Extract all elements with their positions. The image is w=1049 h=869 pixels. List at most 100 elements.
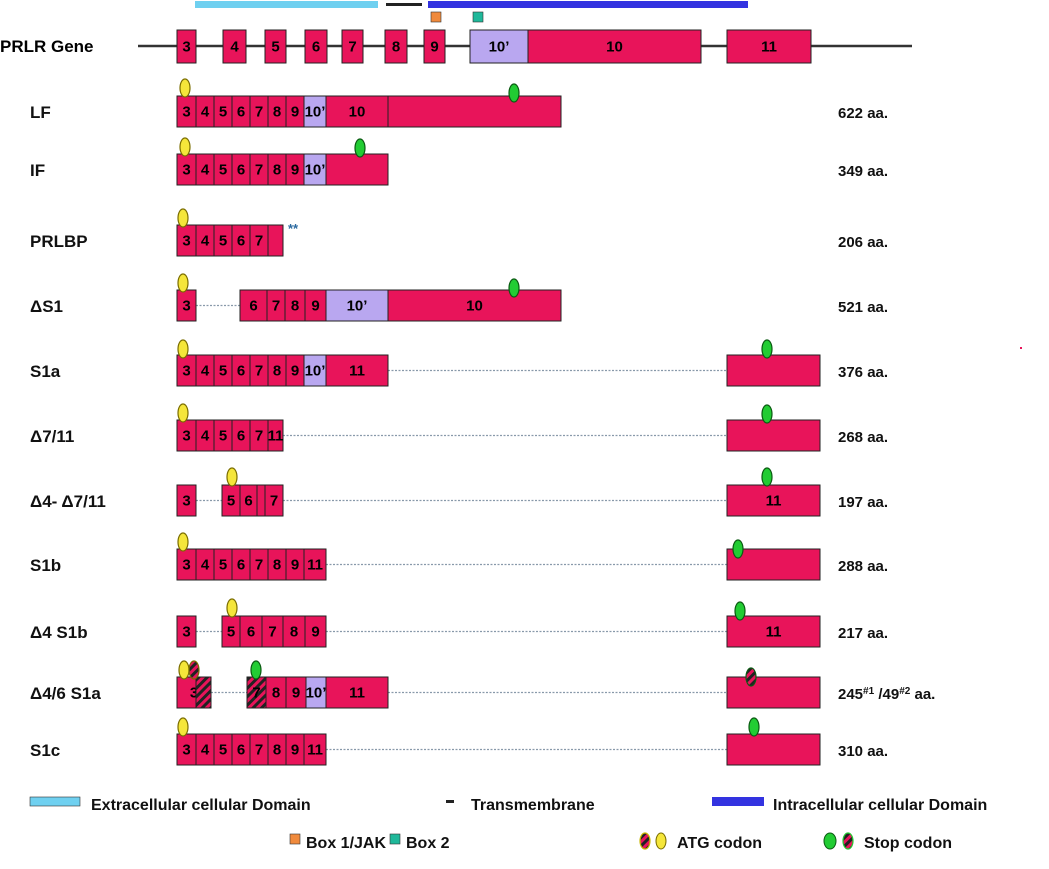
isoform-exon-label: 11 [307, 557, 323, 574]
isoform-exon: 4 [195, 548, 215, 581]
isoform-exon-label: 4 [201, 742, 210, 759]
isoform-exon: 11 [325, 676, 389, 709]
legend-box2-label: Box 2 [406, 835, 450, 852]
isoform-exon: 3 [176, 733, 197, 766]
legend-box1-swatch [289, 833, 301, 845]
isoform-exon-box [267, 419, 284, 452]
gene-exon-10-box [726, 29, 812, 64]
isoform-exon: 7 [261, 615, 284, 648]
isoform-exon: 7 [249, 419, 269, 452]
isoform-size-part: 245 [838, 686, 863, 703]
isoform-exon-label: 10’ [305, 363, 326, 380]
atg-codon-icon [188, 660, 200, 680]
isoform-exon: 7 [264, 484, 284, 517]
isoform-exon: 6 [231, 354, 251, 387]
isoform-exon: 6 [231, 95, 251, 128]
isoform-exon-label: 11 [349, 685, 365, 702]
stop-codon-icon [508, 83, 520, 103]
isoform-exon: 4 [195, 95, 215, 128]
isoform-exon-label: 4 [201, 162, 210, 179]
isoform-exon: 7 [266, 289, 286, 322]
isoform-exon: 3 [176, 548, 197, 581]
isoform-exon: 3 [176, 615, 197, 648]
atg-codon-icon [177, 339, 189, 359]
isoform-exon: 5 [213, 419, 233, 452]
gene-exon-8-label: 10’ [489, 39, 510, 56]
isoform-exon-label: 3 [190, 685, 198, 702]
stop-codon-icon [761, 404, 773, 424]
isoform-exon-label: 5 [219, 428, 227, 445]
isoform-exon [325, 153, 389, 186]
gene-exon-1-label: 3 [182, 39, 190, 56]
gene-exon-9: 10 [527, 29, 702, 64]
isoform-exon: 8 [267, 733, 287, 766]
isoform-exon: 5 [213, 548, 233, 581]
box1-marker [430, 11, 442, 23]
isoform-exon-label: 11 [349, 363, 365, 380]
isoform-exon: 11 [726, 615, 821, 648]
isoform-exon: 6 [231, 153, 251, 186]
gene-exon-1: 3 [176, 29, 197, 64]
isoform-exon-box [176, 615, 197, 648]
isoform-exon-box [726, 354, 821, 387]
isoform-exon-label: 8 [290, 624, 298, 641]
isoform-exon-label: 4 [201, 233, 210, 250]
isoform-exon [726, 354, 821, 387]
isoform-exon: 8 [267, 548, 287, 581]
isoform-exon-label: 3 [182, 363, 190, 380]
isoform-exon: 5 [213, 95, 233, 128]
isoform-exon-box [267, 224, 284, 257]
isoform-exon-label: 9 [311, 624, 319, 641]
isoform-size: 206 aa. [838, 234, 888, 251]
isoform-exon-box [264, 484, 284, 517]
isoform-exon-label: 7 [255, 557, 263, 574]
isoform-exon-label: 8 [273, 363, 281, 380]
isoform-exon: 7 [249, 95, 269, 128]
isoform-exon-label: 9 [291, 363, 299, 380]
isoform-exon: 5 [221, 615, 241, 648]
stop-codon-icon [508, 278, 520, 298]
isoform-exon: 6 [231, 733, 251, 766]
isoform-exon: 6 [239, 615, 263, 648]
legend-transmembrane-swatch [446, 800, 454, 803]
isoform-exon-label: 6 [249, 298, 257, 315]
isoform-exon: 3 [176, 484, 197, 517]
isoform-exon-label: 4 [201, 104, 210, 121]
gene-exon-7-label: 9 [430, 39, 438, 56]
isoform-exon: 11 [303, 733, 327, 766]
isoform-exon-label: 5 [219, 233, 227, 250]
isoform-name: Δ4/6 S1a [30, 684, 101, 703]
isoform-name: S1c [30, 741, 60, 760]
isoform-exon-label: 7 [255, 162, 263, 179]
legend-stop-hatched-icon [842, 832, 854, 850]
isoform-exon: 9 [285, 676, 307, 709]
isoform-exon: 6 [239, 289, 268, 322]
isoform-exon: 9 [304, 615, 327, 648]
isoform-exon-label: 6 [237, 162, 245, 179]
isoform-exon: 7 [249, 548, 269, 581]
gene-exon-9-label: 10 [606, 39, 623, 56]
stop-codon-icon [761, 339, 773, 359]
gene-exon-3-label: 5 [271, 39, 279, 56]
isoform-exon-label: 6 [237, 233, 245, 250]
isoform-exon: 6 [239, 484, 258, 517]
isoform-exon-label: 7 [255, 428, 263, 445]
isoform-exon: 5 [213, 153, 233, 186]
isoform-exon-box [176, 484, 197, 517]
isoform-exon: 4 [195, 733, 215, 766]
isoform-exon-label: 6 [237, 557, 245, 574]
gene-exon-10-label: 11 [761, 39, 777, 56]
isoform-exon-box [303, 548, 327, 581]
legend-transmembrane-label: Transmembrane [471, 797, 595, 814]
gene-exon-4-label: 6 [312, 39, 320, 56]
isoform-exon-label: 10 [349, 104, 366, 121]
gene-exon-2: 4 [222, 29, 247, 64]
isoform-exon-label: 8 [272, 685, 280, 702]
isoform-size: 245#1 /49#2 aa. [838, 686, 935, 704]
isoform-exon-label: 3 [182, 557, 190, 574]
isoform-exon: 3 [176, 354, 197, 387]
